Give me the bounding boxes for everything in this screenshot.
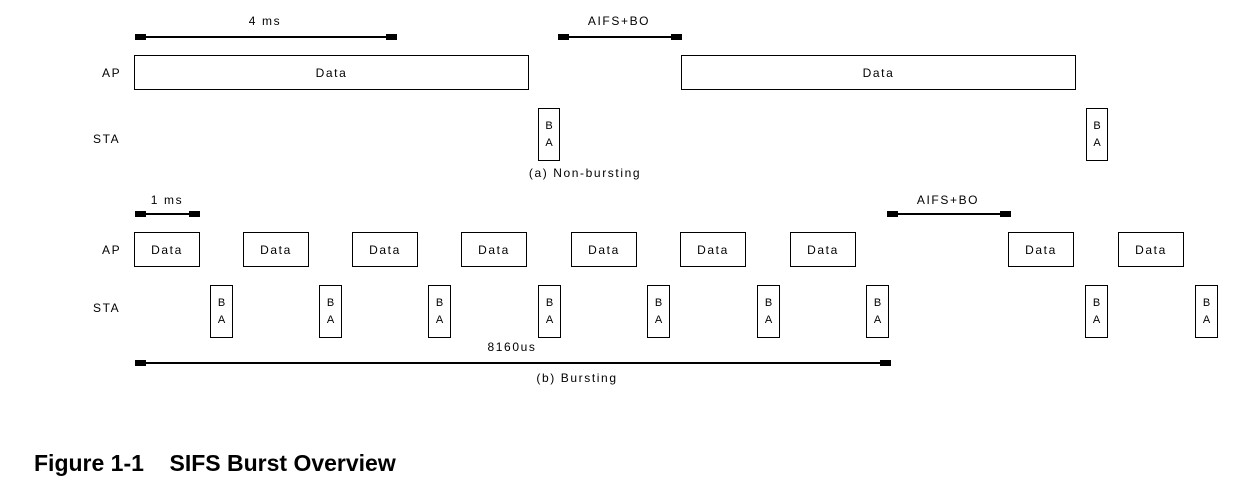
figure-title: Figure 1-1 SIFS Burst Overview bbox=[34, 450, 396, 477]
figure-title-text: SIFS Burst Overview bbox=[169, 450, 396, 476]
data-frame: Data bbox=[1118, 232, 1184, 267]
block-ack-letter-a: A bbox=[1093, 136, 1101, 149]
row-label-sta-b: STA bbox=[93, 301, 121, 315]
block-ack-letter-a: A bbox=[545, 313, 554, 326]
block-ack-letter-a: A bbox=[326, 313, 335, 326]
duration-label-4ms: 4 ms bbox=[248, 14, 282, 28]
block-ack-letter-a: A bbox=[654, 313, 663, 326]
data-frame: Data bbox=[134, 232, 200, 267]
data-frame: Data bbox=[1008, 232, 1074, 267]
data-frame: Data bbox=[243, 232, 309, 267]
data-frame: Data bbox=[352, 232, 418, 267]
block-ack-letter-a: A bbox=[217, 313, 226, 326]
data-frame-label: Data bbox=[697, 242, 729, 257]
data-frame: Data bbox=[681, 55, 1076, 90]
block-ack-letter-a: A bbox=[1092, 313, 1101, 326]
block-ack-letter-a: A bbox=[435, 313, 444, 326]
row-label-ap-b: AP bbox=[102, 243, 122, 257]
data-frame: Data bbox=[461, 232, 527, 267]
caption-bursting: (b) Bursting bbox=[536, 371, 618, 385]
duration-label-8160us: 8160us bbox=[487, 340, 537, 354]
block-ack-letter-b: B bbox=[217, 296, 226, 309]
aifs-bo-label-a: AIFS+BO bbox=[587, 14, 651, 28]
figure-number: Figure 1-1 bbox=[34, 450, 144, 476]
row-label-sta-a: STA bbox=[93, 132, 121, 146]
caption-non-bursting: (a) Non-bursting bbox=[528, 166, 642, 180]
data-frame-label: Data bbox=[478, 242, 510, 257]
block-ack-letter-b: B bbox=[1093, 119, 1101, 132]
data-frame-label: Data bbox=[862, 65, 895, 80]
block-ack-letter-a: A bbox=[545, 136, 553, 149]
data-frame-label: Data bbox=[1135, 242, 1167, 257]
block-ack-letter-b: B bbox=[1202, 296, 1211, 309]
data-frame: Data bbox=[571, 232, 637, 267]
data-frame: Data bbox=[680, 232, 746, 267]
block-ack-letter-b: B bbox=[654, 296, 663, 309]
block-ack-letter-a: A bbox=[764, 313, 773, 326]
block-ack-letter-b: B bbox=[326, 296, 335, 309]
data-frame: Data bbox=[134, 55, 529, 90]
data-frame-label: Data bbox=[260, 242, 292, 257]
data-frame-label: Data bbox=[369, 242, 401, 257]
block-ack-letter-a: A bbox=[1202, 313, 1211, 326]
block-ack-letter-b: B bbox=[545, 296, 554, 309]
block-ack-letter-b: B bbox=[764, 296, 773, 309]
aifs-bo-label-b: AIFS+BO bbox=[916, 193, 980, 207]
block-ack-letter-b: B bbox=[435, 296, 444, 309]
data-frame-label: Data bbox=[588, 242, 620, 257]
block-ack-letter-b: B bbox=[545, 119, 553, 132]
block-ack-letter-b: B bbox=[1092, 296, 1101, 309]
block-ack-letter-a: A bbox=[873, 313, 882, 326]
data-frame: Data bbox=[790, 232, 856, 267]
data-frame-label: Data bbox=[1025, 242, 1057, 257]
duration-label-1ms: 1 ms bbox=[150, 193, 184, 207]
data-frame-label: Data bbox=[151, 242, 183, 257]
block-ack-letter-b: B bbox=[873, 296, 882, 309]
row-label-ap-a: AP bbox=[102, 66, 122, 80]
data-frame-label: Data bbox=[315, 65, 348, 80]
data-frame-label: Data bbox=[807, 242, 839, 257]
